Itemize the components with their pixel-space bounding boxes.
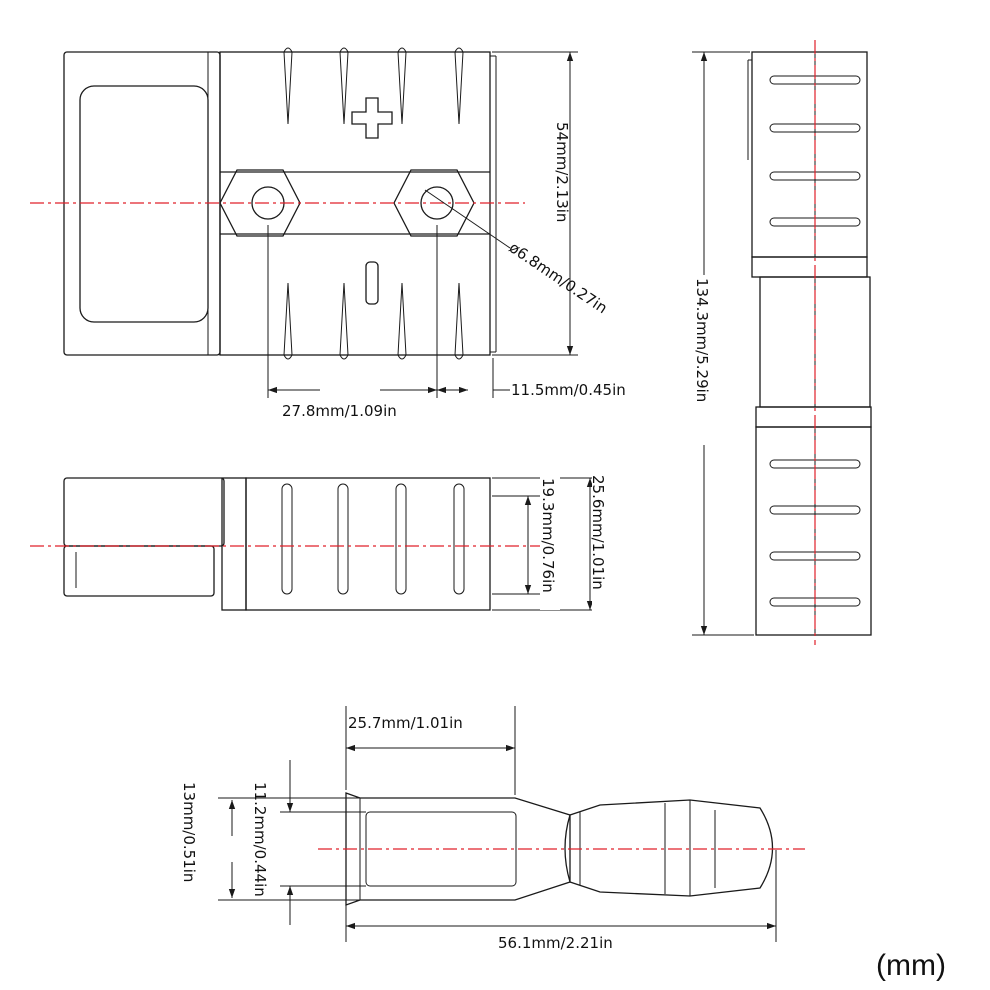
dim-total-length: 134.3mm/5.29in [693, 278, 711, 402]
dim-contact-width: 25.7mm/1.01in [348, 714, 463, 732]
top-fins-upper [283, 47, 464, 125]
side-view-vertical: 134.3mm/5.29in [692, 40, 872, 645]
dim-side-height: 25.6mm/1.01in [589, 475, 607, 590]
hex-nut-left [219, 169, 301, 237]
front-view: 25.6mm/1.01in 19.3mm/0.76in [30, 475, 610, 612]
top-view: 27.8mm/1.09in 11.5mm/0.45in 54mm/2.13in … [30, 47, 626, 420]
top-fins-lower [283, 282, 464, 360]
dim-hole-to-edge: 11.5mm/0.45in [511, 381, 626, 399]
unit-label: (mm) [876, 949, 946, 982]
dim-side-inner-height: 19.3mm/0.76in [539, 478, 557, 593]
dim-contact-outer: 13mm/0.51in [180, 782, 198, 882]
dim-top-height: 54mm/2.13in [553, 122, 571, 222]
minus-symbol [365, 261, 379, 305]
dim-hole-spacing: 27.8mm/1.09in [282, 402, 397, 420]
plus-symbol [351, 97, 393, 139]
dim-hole-diameter: ø6.8mm/0.27in [506, 238, 611, 317]
contact-view: 25.7mm/1.01in 56.1mm/2.21in 13mm/0.51in … [180, 706, 805, 952]
dim-contact-inner: 11.2mm/0.44in [251, 782, 269, 897]
dim-contact-length: 56.1mm/2.21in [498, 934, 613, 952]
